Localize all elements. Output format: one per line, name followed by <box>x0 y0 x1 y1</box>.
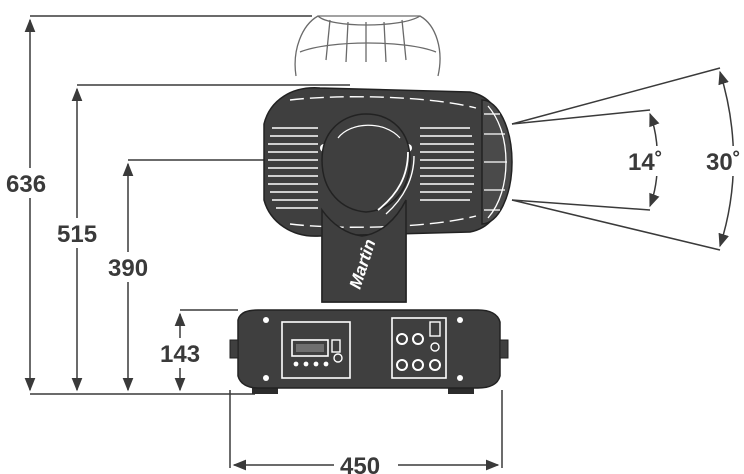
dim-label-total-height: 636 <box>6 171 46 198</box>
control-panel <box>281 321 351 379</box>
dim-label-base-width: 450 <box>340 453 380 474</box>
dim-label-base-height: 143 <box>160 341 200 368</box>
beam-angle-wide-label: 30˚ <box>706 149 741 176</box>
beam-angle-lines <box>511 67 735 251</box>
display-screen <box>291 339 329 357</box>
dim-label-tilt-axis-height: 390 <box>108 255 148 282</box>
ghost-head-outline <box>294 15 441 77</box>
yoke-hub <box>321 113 411 213</box>
yoke-front <box>321 199 407 303</box>
connector-panel <box>391 317 447 379</box>
dim-label-head-top-height: 515 <box>57 221 97 248</box>
fixture-base <box>229 309 509 394</box>
beam-angle-narrow-label: 14˚ <box>628 149 663 176</box>
